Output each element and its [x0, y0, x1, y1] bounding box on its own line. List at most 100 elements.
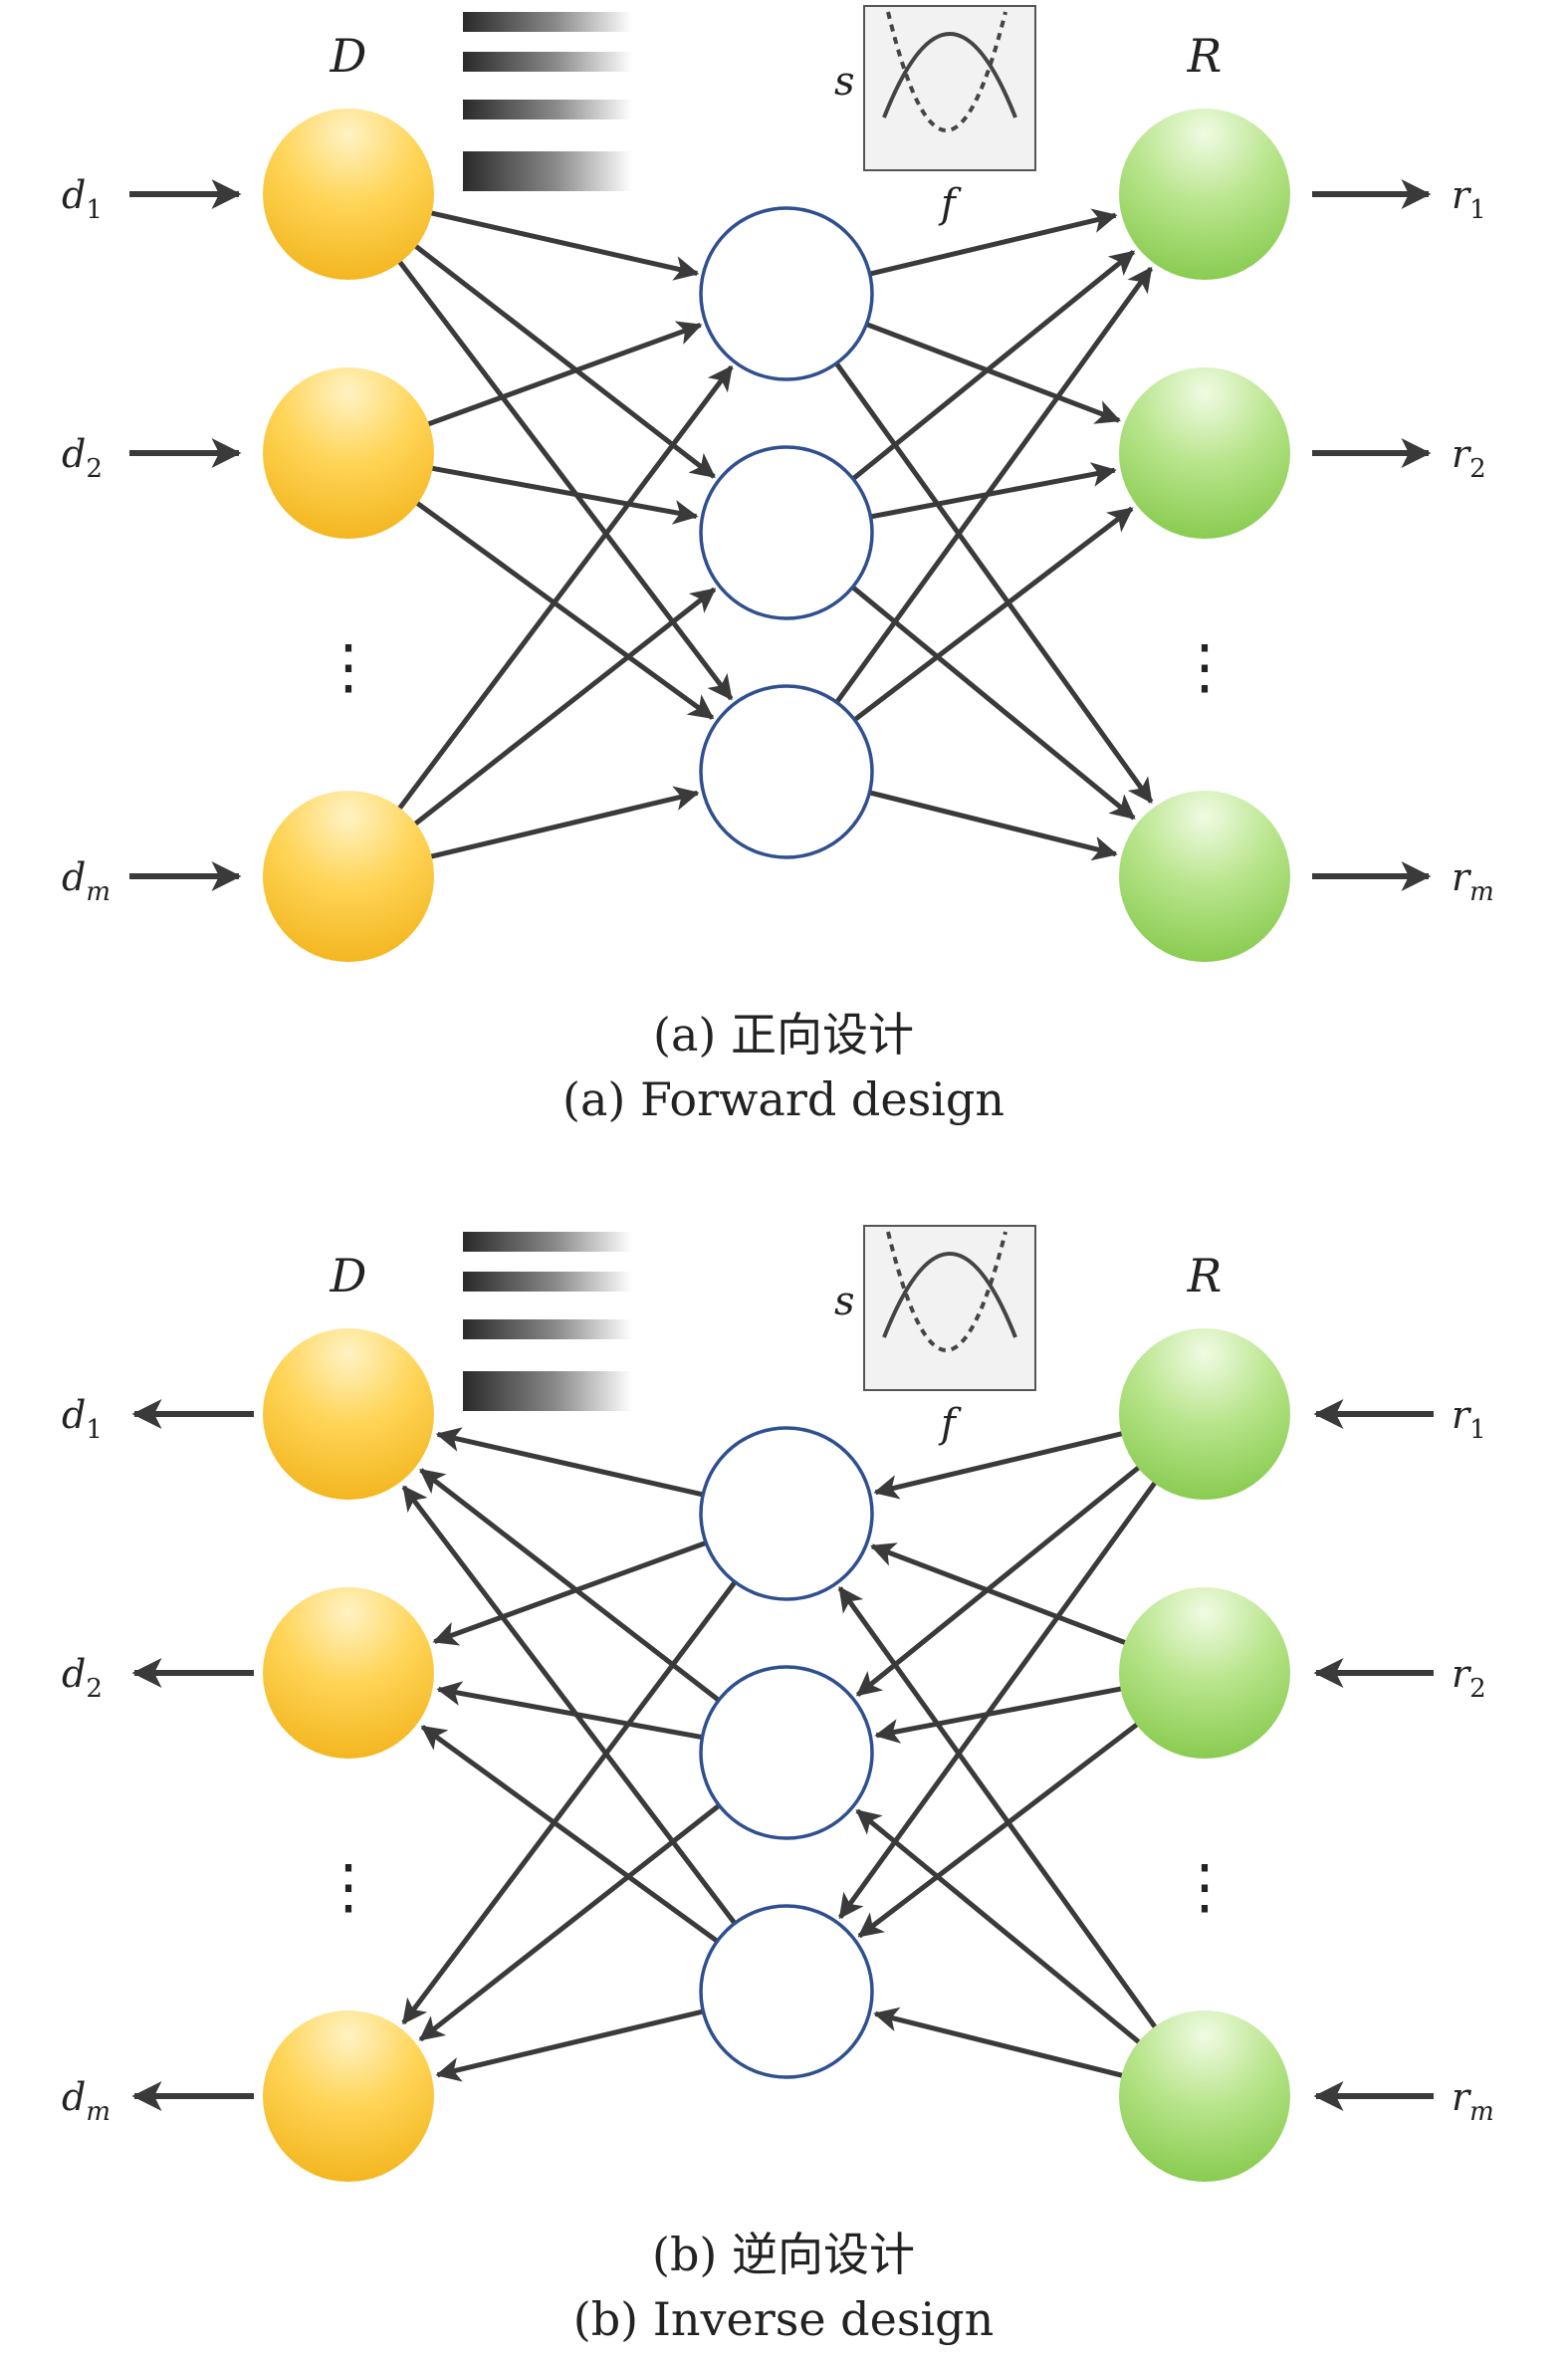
caption-english: (b) Inverse design	[573, 2292, 994, 2346]
input-label-1-base: d	[62, 1393, 86, 1437]
input-node-1	[263, 109, 434, 280]
arrow-hid1-out1	[865, 208, 1118, 278]
output-label-3-subscript: m	[1469, 2097, 1494, 2127]
input-label-3: dm	[62, 855, 111, 907]
caption-chinese: (b) 逆向设计	[652, 2228, 915, 2281]
input-label-2-base: d	[62, 432, 86, 476]
arrow-out1-hid3	[837, 1478, 1159, 1920]
input-label-1-subscript: 1	[86, 195, 103, 225]
input-ellipsis: ⋮	[319, 1852, 378, 1922]
arrow-in1-hid3	[395, 257, 734, 701]
arrow-hid3-in2	[420, 1725, 723, 1946]
output-label-3-subscript: m	[1469, 877, 1494, 907]
output-ellipsis: ⋮	[1175, 632, 1234, 702]
output-label-1-subscript: 1	[1469, 195, 1486, 225]
arrow-hid1-out3	[831, 358, 1154, 804]
gradient-bars-icon	[463, 12, 632, 191]
arrow-in1-hid1	[427, 209, 700, 281]
arrow-out3-hid3	[873, 2007, 1127, 2079]
arrow-hid2-out3	[847, 583, 1136, 821]
input-label-1-subscript: 1	[86, 1415, 103, 1445]
input-node-2	[263, 1587, 434, 1759]
output-label-3: rm	[1452, 855, 1494, 907]
output-node-2	[1119, 1587, 1290, 1759]
inset-s-label: s	[834, 59, 855, 105]
input-label-1: d1	[62, 173, 103, 225]
input-label-3-base: d	[62, 855, 86, 899]
output-ellipsis: ⋮	[1175, 1852, 1234, 1922]
arrow-out2-hid2	[874, 1685, 1125, 1744]
input-label-3-subscript: m	[86, 877, 111, 907]
output-layer-label: R	[1187, 29, 1223, 83]
solid-curve	[882, 1252, 1017, 1338]
hidden-node-1	[699, 206, 874, 381]
activation-function-inset	[863, 1225, 1036, 1391]
input-ellipsis: ⋮	[319, 632, 378, 702]
arrow-out3-hid2	[855, 1808, 1144, 2046]
arrow-in3-hid1	[395, 364, 734, 813]
arrow-hid1-out2	[861, 320, 1121, 424]
output-label-2-subscript: 2	[1469, 1674, 1486, 1704]
output-label-3-base: r	[1452, 2075, 1472, 2119]
arrow-in1-hid2	[411, 242, 716, 479]
input-label-2: d2	[62, 1652, 103, 1704]
arrow-hid2-in2	[436, 1681, 707, 1741]
input-label-2-subscript: 2	[86, 454, 103, 484]
arrow-hid2-in1	[419, 1468, 724, 1705]
arrow-out2-hid1	[870, 1542, 1130, 1647]
arrow-out2-hid3	[857, 1720, 1142, 1939]
gradient-bars-icon	[463, 1232, 632, 1411]
output-label-3: rm	[1452, 2075, 1494, 2127]
output-label-2: r2	[1452, 432, 1486, 484]
inset-s-label: s	[834, 1279, 855, 1324]
connections	[395, 208, 1154, 861]
arrow-out1-hid1	[873, 1430, 1126, 1500]
input-label-1-base: d	[62, 173, 86, 217]
output-label-2-subscript: 2	[1469, 454, 1486, 484]
output-node-3	[1119, 2010, 1290, 2182]
input-layer-label: D	[330, 29, 367, 83]
hidden-node-1	[699, 1426, 874, 1601]
input-node-1	[263, 1328, 434, 1500]
output-label-3-base: r	[1452, 855, 1472, 899]
output-label-1-base: r	[1452, 173, 1472, 217]
input-label-2-base: d	[62, 1652, 86, 1696]
output-node-2	[1119, 367, 1290, 539]
output-node-3	[1119, 791, 1290, 962]
arrow-in2-hid3	[412, 499, 715, 720]
arrow-out1-hid2	[855, 1463, 1143, 1698]
arrow-hid1-in3	[401, 1577, 740, 2025]
arrow-hid2-out2	[866, 462, 1117, 521]
inset-f-label: f	[938, 181, 962, 227]
output-label-2: r2	[1452, 1652, 1486, 1704]
caption-english: (a) Forward design	[562, 1072, 1005, 1126]
arrow-hid2-in3	[418, 1800, 725, 2042]
output-label-2-base: r	[1452, 432, 1472, 476]
input-label-1: d1	[62, 1393, 103, 1445]
input-node-3	[263, 791, 434, 962]
input-label-2-subscript: 2	[86, 1674, 103, 1704]
arrow-hid1-in2	[432, 1538, 711, 1646]
input-label-3-base: d	[62, 2075, 86, 2119]
activation-function-inset	[863, 5, 1036, 171]
arrow-in3-hid3	[427, 786, 700, 860]
arrow-hid3-in1	[401, 1485, 740, 1929]
arrow-in3-hid2	[410, 587, 717, 828]
solid-curve	[882, 32, 1017, 118]
arrow-out3-hid1	[837, 1586, 1160, 2031]
arrow-hid3-in3	[435, 2008, 708, 2082]
connections	[401, 1427, 1160, 2082]
hidden-node-2	[699, 445, 874, 620]
arrow-hid2-out1	[848, 249, 1136, 484]
dashed-curve	[886, 11, 1008, 132]
output-label-1: r1	[1452, 173, 1486, 225]
arrow-hid3-out3	[864, 789, 1118, 861]
hidden-node-2	[699, 1665, 874, 1840]
input-label-3-subscript: m	[86, 2097, 111, 2127]
input-label-2: d2	[62, 432, 103, 484]
output-label-1: r1	[1452, 1393, 1486, 1445]
dashed-curve	[886, 1231, 1008, 1352]
